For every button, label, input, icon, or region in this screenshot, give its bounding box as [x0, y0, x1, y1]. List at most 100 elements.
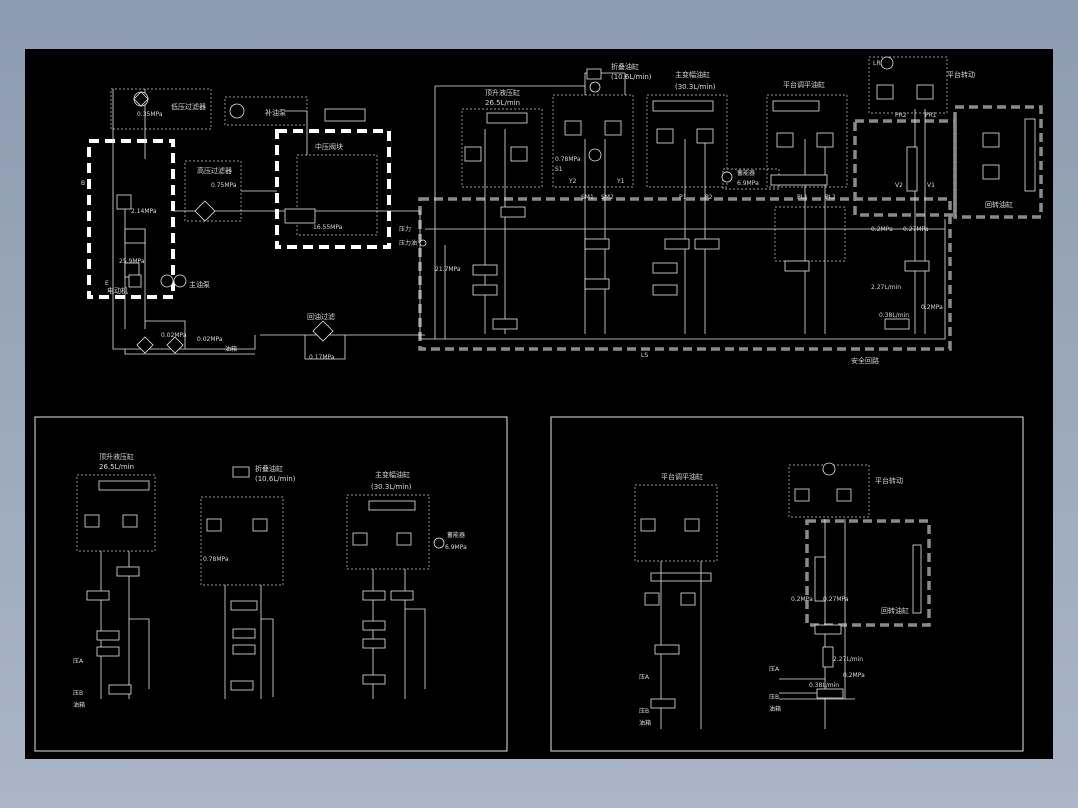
label-main-cyl: 主变幅油缸 — [675, 70, 710, 79]
label-rotate: 平台转动 — [947, 70, 975, 79]
valve-inner-box — [296, 154, 378, 236]
left-fold: 折叠油缸 — [255, 464, 283, 473]
left-main-flow: (30.3L/min) — [371, 483, 412, 491]
label-pr1: PR1 — [925, 112, 937, 119]
label-lr: LR — [873, 60, 881, 67]
right-port-b: 压B — [639, 708, 649, 715]
label-press-078: 0.78MPa — [555, 156, 581, 163]
label-press-075: 0.75MPa — [211, 182, 237, 189]
label-pr2: PR2 — [895, 112, 907, 119]
right-flow-038: 0.38L/min — [809, 682, 839, 689]
label-v1: V1 — [927, 182, 935, 189]
label-sm1: SM1 — [581, 194, 594, 201]
label-press-002: 0.02MPa — [161, 332, 187, 339]
label-press-017: 0.17MPa — [309, 354, 335, 361]
label-filter-mid: 高压过滤器 — [197, 166, 232, 175]
label-pump-main: 主油泵 — [189, 280, 210, 289]
left-valves — [84, 514, 414, 695]
label-y2: Y2 — [568, 178, 577, 185]
label-port-e: E — [105, 280, 109, 287]
label-tank: 油箱 — [225, 345, 237, 353]
label-pilot2: 压力油 — [399, 239, 417, 247]
label-press-02b: 0.2MPa — [871, 226, 893, 233]
label-s1: S1 — [555, 166, 563, 173]
left-tank: 油箱 — [73, 701, 85, 709]
right-port-b2: 压B — [769, 694, 779, 701]
filter-low-box — [110, 88, 212, 130]
right-valves — [640, 488, 852, 709]
label-pl2: PL2 — [825, 194, 836, 201]
left-panel-frame — [34, 416, 508, 752]
label-filter-low: 低压过滤器 — [171, 102, 206, 111]
pump-group-outline — [87, 139, 175, 299]
right-flow-227: 2.27L/min — [833, 656, 863, 663]
right-port-a: 压A — [639, 674, 650, 681]
level-valve-box — [774, 206, 846, 262]
label-return-filter: 回油过滤 — [307, 312, 335, 321]
jack-box — [461, 108, 543, 188]
label-press-027: 0.27MPa — [903, 226, 929, 233]
label-press-69: 6.9MPa — [737, 180, 759, 187]
right-press-027: 0.27MPa — [823, 596, 849, 603]
label-flow-227: 2.27L/min — [871, 284, 901, 291]
left-press-078: 0.78MPa — [203, 556, 229, 563]
label-level-cyl: 平台调平油缸 — [783, 80, 825, 89]
top-valves — [116, 84, 1000, 330]
label-press-259: 25.9MPa — [119, 258, 145, 265]
right-press-02: 0.2MPa — [791, 596, 813, 603]
hydraulic-schematic: 低压过滤器 0.35MPa 补油泵 中压阀块 16.55MPa 高压过滤器 0.… — [34, 56, 1043, 752]
left-fold-flow: (10.6L/min) — [255, 475, 296, 483]
right-press-02b: 0.2MPa — [843, 672, 865, 679]
fold-box — [552, 94, 634, 188]
rotation-outline — [853, 119, 957, 217]
side-cyl-outline — [953, 105, 1043, 219]
label-pilot: 压力 — [399, 225, 411, 233]
left-port-a: 压A — [73, 658, 84, 665]
label-safety-loop: 安全回路 — [851, 356, 879, 365]
right-port-a2: 压A — [769, 666, 780, 673]
label-pump-unit: 补油泵 — [265, 108, 286, 117]
right-tank: 油箱 — [639, 719, 651, 727]
left-jack-cyl: 顶升液压缸 — [99, 452, 134, 461]
label-motor: 电动机 — [107, 286, 128, 295]
level-box — [766, 94, 848, 188]
label-y1: Y1 — [616, 178, 625, 185]
label-valve-block: 中压阀块 — [315, 142, 343, 151]
label-press-035: 0.35MPa — [137, 111, 163, 118]
main-box — [646, 94, 728, 188]
left-jack-flow: 26.5L/min — [99, 463, 134, 471]
label-fold: 折叠油缸 — [611, 62, 639, 71]
label-p1: P1 — [679, 194, 687, 201]
right-side-cyl: 回转油缸 — [881, 606, 909, 615]
label-port-b: B — [81, 180, 85, 187]
left-accum: 蓄能器 — [447, 531, 465, 539]
drawing-canvas: 低压过滤器 0.35MPa 补油泵 中压阀块 16.55MPa 高压过滤器 0.… — [25, 49, 1053, 759]
label-fold-flow: (10.6L/min) — [611, 73, 652, 81]
label-flow-038: 0.38L/min — [879, 312, 909, 319]
left-press-69: 6.9MPa — [445, 544, 467, 551]
label-jack-cyl: 顶升液压缸 — [485, 88, 520, 97]
label-press-217: 21.7MPa — [435, 266, 461, 273]
right-rotate: 平台转动 — [875, 476, 903, 485]
label-press-002b: 0.02MPa — [197, 336, 223, 343]
left-port-b: 压B — [73, 690, 83, 697]
right-tank2: 油箱 — [769, 705, 781, 713]
label-side-cyl: 回转油缸 — [985, 200, 1013, 209]
left-main-cyl: 主变幅油缸 — [375, 470, 410, 479]
label-jack-flow: 26.5L/min — [485, 99, 520, 107]
right-level-cyl: 平台调平油缸 — [661, 472, 703, 481]
label-pl1: PL1 — [797, 194, 808, 201]
label-main-flow: (30.3L/min) — [675, 83, 716, 91]
label-press-02: 0.2MPa — [921, 304, 943, 311]
valve-block-outline — [275, 129, 391, 249]
label-ls: LS — [641, 352, 648, 359]
right-panel-frame — [550, 416, 1024, 752]
label-p2: P2 — [705, 194, 713, 201]
label-sm2: SM2 — [601, 194, 614, 201]
rotate-box — [868, 56, 948, 114]
label-v2: V2 — [895, 182, 903, 189]
label-press-16: 16.55MPa — [313, 224, 343, 231]
right-rotation-outline — [805, 519, 931, 627]
label-press-214: 2.14MPa — [131, 208, 157, 215]
label-accum: 蓄能器 — [737, 169, 755, 177]
